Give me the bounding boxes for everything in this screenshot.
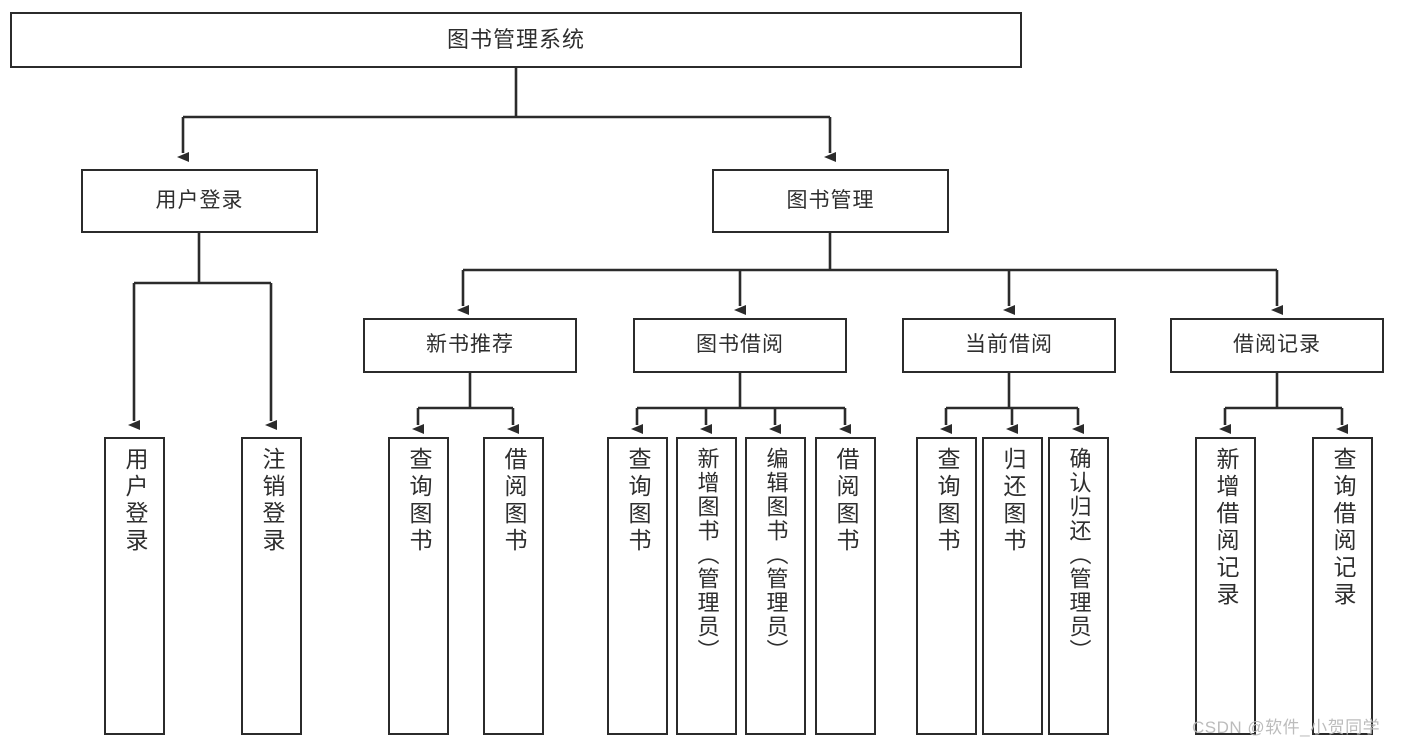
leaf-borrow-query-book-label: 查询图书	[625, 447, 651, 555]
node-book-borrow[interactable]: 图书借阅	[633, 318, 847, 373]
leaf-recommend-borrow-book-label: 借阅图书	[501, 447, 527, 555]
leaf-current-query-book-label: 查询图书	[934, 447, 960, 555]
node-current-borrow[interactable]: 当前借阅	[902, 318, 1116, 373]
leaf-borrow-add-book-admin[interactable]: 新增图书（管理员）	[676, 437, 737, 735]
leaf-logout-label: 注销登录	[259, 447, 285, 555]
leaf-borrow-add-book-admin-label: 新增图书（管理员）	[694, 447, 720, 663]
leaf-current-query-book[interactable]: 查询图书	[916, 437, 977, 735]
leaf-current-return-book-label: 归还图书	[1000, 447, 1026, 555]
node-current-borrow-label: 当前借阅	[965, 333, 1053, 357]
leaf-user-login-label: 用户登录	[122, 447, 148, 555]
node-user-login[interactable]: 用户登录	[81, 169, 318, 233]
node-new-book-recommend[interactable]: 新书推荐	[363, 318, 577, 373]
leaf-borrow-edit-book-admin[interactable]: 编辑图书（管理员）	[745, 437, 806, 735]
leaf-borrow-borrow-book[interactable]: 借阅图书	[815, 437, 876, 735]
node-user-login-label: 用户登录	[155, 188, 244, 212]
leaf-records-add-record[interactable]: 新增借阅记录	[1195, 437, 1256, 735]
leaf-records-query-record-label: 查询借阅记录	[1330, 447, 1356, 609]
node-book-borrow-label: 图书借阅	[696, 333, 784, 357]
leaf-recommend-query-book[interactable]: 查询图书	[388, 437, 449, 735]
leaf-current-confirm-return-admin[interactable]: 确认归还（管理员）	[1048, 437, 1109, 735]
node-borrow-records-label: 借阅记录	[1233, 333, 1321, 357]
leaf-borrow-edit-book-admin-label: 编辑图书（管理员）	[763, 447, 789, 663]
watermark: CSDN @软件_小贺同学	[1192, 718, 1381, 737]
node-book-management[interactable]: 图书管理	[712, 169, 949, 233]
leaf-logout[interactable]: 注销登录	[241, 437, 302, 735]
node-root[interactable]: 图书管理系统	[10, 12, 1022, 68]
leaf-current-confirm-return-admin-label: 确认归还（管理员）	[1066, 447, 1092, 663]
leaf-recommend-query-book-label: 查询图书	[406, 447, 432, 555]
leaf-borrow-borrow-book-label: 借阅图书	[833, 447, 859, 555]
node-book-management-label: 图书管理	[786, 188, 875, 212]
node-root-label: 图书管理系统	[446, 27, 585, 53]
node-borrow-records[interactable]: 借阅记录	[1170, 318, 1384, 373]
leaf-records-query-record[interactable]: 查询借阅记录	[1312, 437, 1373, 735]
leaf-borrow-query-book[interactable]: 查询图书	[607, 437, 668, 735]
leaf-current-return-book[interactable]: 归还图书	[982, 437, 1043, 735]
leaf-user-login[interactable]: 用户登录	[104, 437, 165, 735]
leaf-records-add-record-label: 新增借阅记录	[1213, 447, 1239, 609]
leaf-recommend-borrow-book[interactable]: 借阅图书	[483, 437, 544, 735]
node-new-book-recommend-label: 新书推荐	[426, 333, 514, 357]
